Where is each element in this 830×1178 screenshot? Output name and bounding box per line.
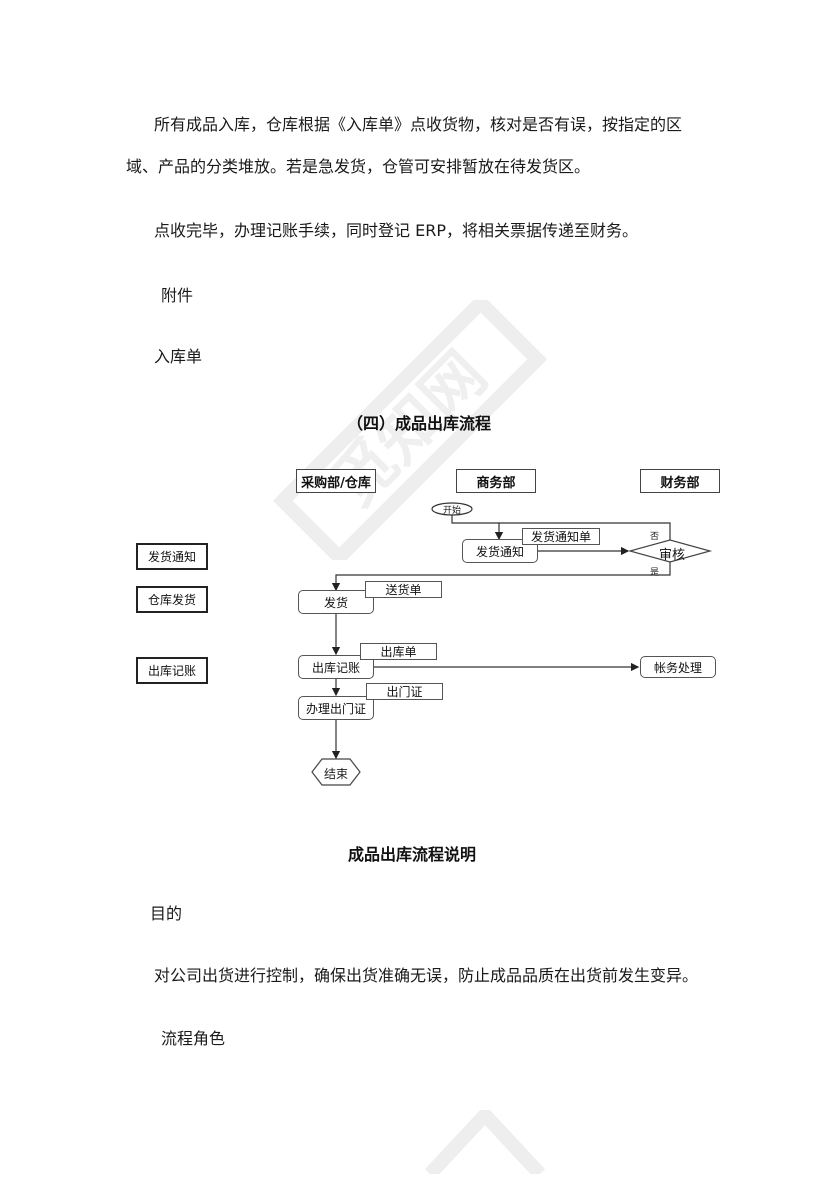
start-node: 开始 bbox=[443, 506, 462, 516]
side-label-ship: 仓库发货 bbox=[136, 586, 208, 613]
process-ship: 发货 bbox=[298, 590, 374, 614]
process-accounting: 帐务处理 bbox=[640, 656, 716, 678]
explanation-title: 成品出库流程说明 bbox=[348, 845, 477, 864]
paragraph-line: 域、产品的分类堆放。若是急发货，仓管可安排暂放在待发货区。 bbox=[126, 157, 591, 176]
lane-finance: 财务部 bbox=[640, 469, 720, 493]
document-gate-pass: 出门证 bbox=[366, 683, 443, 700]
document-delivery-note: 送货单 bbox=[365, 581, 442, 598]
roles-label: 流程角色 bbox=[161, 1029, 226, 1048]
lane-business: 商务部 bbox=[456, 469, 536, 493]
document-outbound-slip: 出库单 bbox=[360, 643, 437, 660]
purpose-text: 对公司出货进行控制，确保出货准确无误，防止成品品质在出货前发生变异。 bbox=[154, 966, 699, 985]
process-gate-pass: 办理出门证 bbox=[298, 696, 374, 720]
review-yes-label: 是 bbox=[650, 568, 660, 578]
paragraph-line: 所有成品入库，仓库根据《入库单》点收货物，核对是否有误，按指定的区 bbox=[154, 115, 683, 134]
section-title: （四）成品出库流程 bbox=[347, 414, 492, 433]
side-label-notify: 发货通知 bbox=[136, 543, 208, 570]
document-notify-slip: 发货通知单 bbox=[522, 528, 600, 545]
attachment-item: 入库单 bbox=[154, 347, 203, 366]
attachment-label: 附件 bbox=[161, 286, 194, 305]
review-no-label: 否 bbox=[650, 532, 660, 542]
end-node: 结束 bbox=[324, 767, 349, 781]
lane-purchasing-warehouse: 采购部/仓库 bbox=[296, 469, 376, 493]
decision-review: 审核 bbox=[659, 548, 686, 563]
purpose-label: 目的 bbox=[150, 904, 183, 923]
paragraph: 点收完毕，办理记账手续，同时登记 ERP，将相关票据传递至财务。 bbox=[154, 221, 638, 240]
side-label-outbound: 出库记账 bbox=[136, 657, 208, 684]
